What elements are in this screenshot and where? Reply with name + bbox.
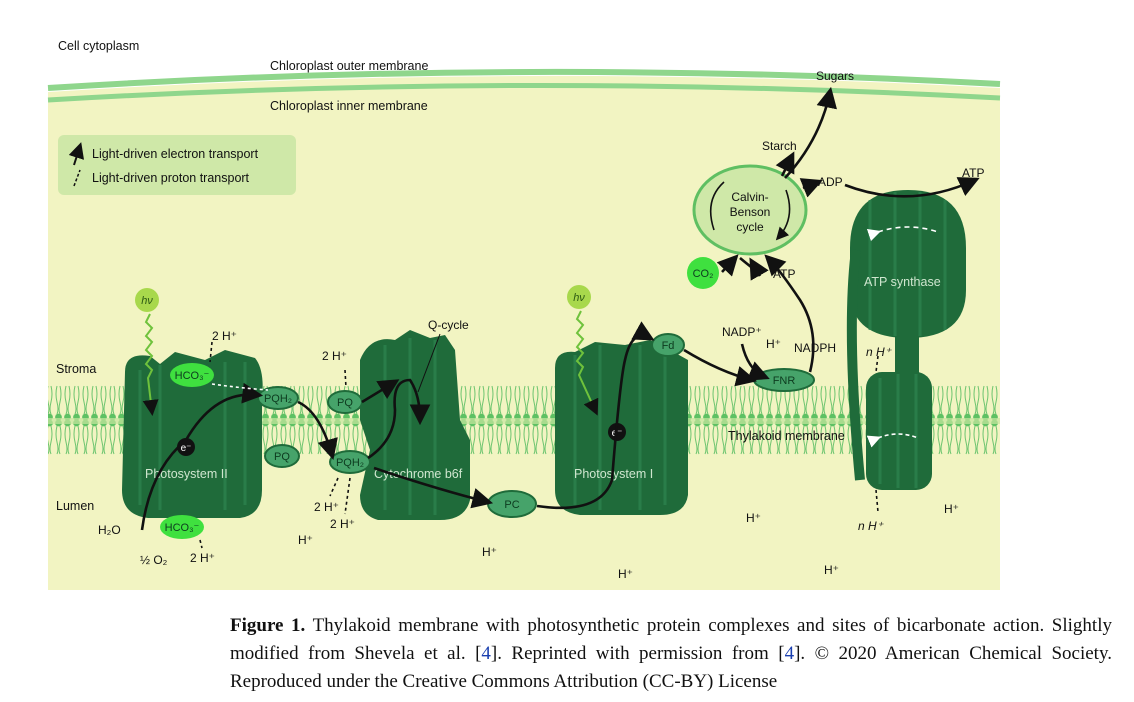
psii-top-protons: 2 H⁺ [212,329,237,343]
pqh2-lumen [329,450,371,474]
caption-text-1: Thylakoid membrane with photosynthetic p… [230,615,1112,664]
lumen-proton-5: H⁺ [824,563,839,577]
nh-lumen-label: n H⁺ [858,519,885,533]
cell-cytoplasm-label: Cell cytoplasm [58,39,139,53]
lumen-label: Lumen [56,499,94,513]
pq-free [264,444,300,468]
atp-calvin-label: ATP [773,267,795,281]
co2-bubble [687,257,719,289]
legend-box [58,135,296,195]
thylakoid-diagram: Light-driven electron transport Light-dr… [47,39,1001,590]
nh-stroma-label: n H⁺ [866,345,893,359]
calvin-label-3: cycle [736,220,764,234]
oxygen-label: ½ O₂ [140,553,168,567]
fd-label: Fd [662,340,675,352]
lumen-proton-4: H⁺ [746,511,761,525]
nadph-label: NADPH [794,341,836,355]
photosystem-ii-label: Photosystem II [145,467,228,481]
atp-synthase [846,190,966,490]
membrane-core [48,418,1000,424]
cyt-bottom-protons-2: 2 H⁺ [330,517,355,531]
hco3-top [170,363,214,387]
cytochrome-label: Cytochrome b6f [374,467,463,481]
outer-membrane-label: Chloroplast outer membrane [270,59,428,73]
light-psii-label: hν [141,295,153,307]
light-wave-psi [575,310,599,416]
thylakoid-membrane-label: Thylakoid membrane [728,429,845,443]
atp-top-label: ATP [962,166,984,180]
caption-text-2: ]. Reprinted with permission from [ [490,643,785,664]
electron-arrow-icon [68,142,85,166]
hco3-bottom-label: HCO₃⁻ [165,522,200,534]
cyt-top-protons: 2 H⁺ [322,349,347,363]
light-psii [135,288,159,312]
water-label: H₂O [98,523,121,537]
h-fnr-label: H⁺ [766,337,781,351]
inner-membrane [47,82,1001,103]
proton-arrow-icon [73,169,81,187]
psii-bottom-protons: 2 H⁺ [190,551,215,565]
nadp-label: NADP⁺ [722,325,762,339]
caption-ref-2[interactable]: 4 [784,643,795,664]
pc-label: PC [504,499,519,511]
fd-carrier [651,333,685,357]
pqh2-top-label: PQH₂ [264,393,292,405]
light-psi [567,285,591,309]
calvin-label-1: Calvin- [731,190,768,204]
starch-label: Starch [762,139,797,153]
electron-psii-label: e⁻ [181,443,192,454]
stroma-label: Stroma [56,362,96,376]
light-psi-label: hν [573,292,585,304]
pq-stroma-label: PQ [337,397,353,409]
lumen-proton-2: H⁺ [482,545,497,559]
lumen-proton-3: H⁺ [618,567,633,581]
calvin-loop-arrow [709,181,791,238]
figure-caption: Figure 1. Thylakoid membrane with photos… [230,612,1112,696]
hco3-top-label: HCO₃⁻ [175,370,210,382]
pq-free-label: PQ [274,451,290,463]
cyt-bottom-protons-1: 2 H⁺ [314,500,339,514]
outer-membrane [47,68,1001,91]
co2-label: CO₂ [693,268,714,280]
legend-proton: Light-driven proton transport [92,171,250,185]
caption-ref-1[interactable]: 4 [481,643,491,664]
proton-transport-arrows [199,341,879,549]
sugars-label: Sugars [816,69,854,83]
adp-label: ADP [818,175,843,189]
legend-electron: Light-driven electron transport [92,147,259,161]
inner-membrane-label: Chloroplast inner membrane [270,99,428,113]
q-cycle-pointer [417,333,441,393]
atp-synthase-label: ATP synthase [864,275,941,289]
light-wave-psii [142,313,159,416]
fnr-label: FNR [773,375,796,387]
calvin-label-2: Benson [730,205,771,219]
lumen-proton-1: H⁺ [298,533,313,547]
lumen-proton-6: H⁺ [944,502,959,516]
caption-text-3: ]. © 2020 American Chemical Society. Rep… [230,643,1112,692]
electron-transport-arrows [140,86,980,531]
caption-label: Figure 1. [230,615,306,636]
hco3-bottom [160,515,204,539]
pqh2-lumen-label: PQH₂ [336,457,364,469]
q-cycle-label: Q-cycle [428,318,469,332]
